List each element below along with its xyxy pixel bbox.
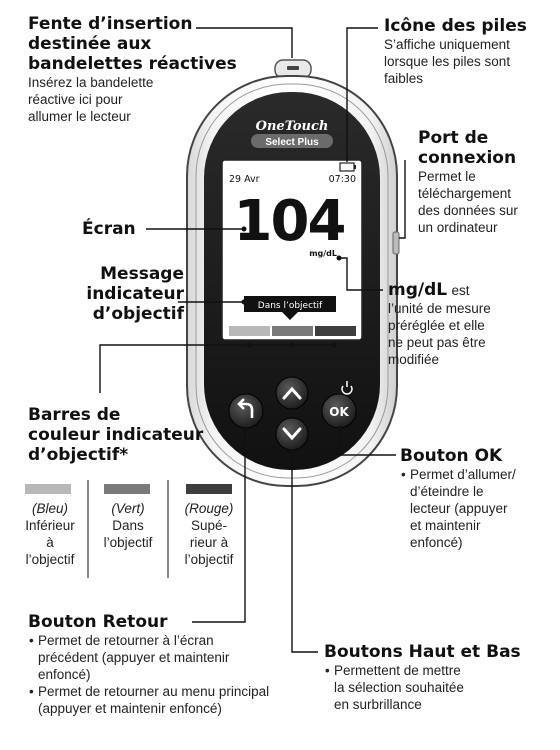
up-button[interactable] (275, 376, 309, 410)
legend-swatch-high (186, 484, 232, 494)
screen-reading: 104 (234, 189, 345, 254)
battery-desc-2: lorsque les piles sont (384, 54, 511, 69)
legend-high: (Rouge) Supé- rieur à l’objectif (172, 500, 246, 568)
legend-in: (Vert) Dans l’objectif (92, 500, 164, 551)
legend-high-color: (Rouge) (184, 501, 234, 516)
data-port (392, 231, 400, 255)
down-button[interactable] (275, 417, 309, 451)
unit-desc-first: est (451, 283, 470, 298)
legend-in-color: (Vert) (111, 501, 145, 516)
slot-title-3: bandelettes réactives (28, 54, 237, 74)
ok-title: Bouton OK (400, 446, 503, 466)
strip-port (274, 59, 312, 79)
port-title-1: Port de (418, 128, 489, 148)
back-bullet-1-line-2: précédent (appuyer et maintenir (38, 650, 230, 665)
back-bullet-2-line-2: (appuyer et maintenir enfoncé) (38, 701, 222, 716)
unit-desc-3: ne peut pas être (388, 335, 486, 350)
status-message-text: Dans l’objectif (258, 301, 323, 311)
unit-desc-4: modifiée (388, 352, 440, 367)
battery-desc-3: faibles (384, 71, 424, 86)
battery-title: Icône des piles (384, 16, 527, 36)
meter-screen (221, 159, 363, 341)
callout-battery: Icône des piles S’affiche uniquement lor… (384, 16, 556, 87)
callout-slot: Fente d’insertion destinée aux bandelett… (28, 14, 238, 125)
legend-swatch-low (25, 484, 71, 494)
callout-ok: Bouton OK Permet d’allumer/ d’éteindre l… (400, 446, 556, 551)
ok-desc-3: lecteur (appuyer (410, 501, 508, 516)
legend-high-line-3: l’objectif (184, 552, 234, 567)
callout-message: Message indicateur d’objectif (84, 264, 184, 324)
port-desc-2: téléchargement (418, 186, 512, 201)
callout-updown: Boutons Haut et Bas Permettent de mettre… (324, 642, 556, 713)
range-bar-high (315, 326, 356, 336)
range-bar-in (272, 326, 313, 336)
legend-swatch-in (104, 484, 150, 494)
range-bars (229, 326, 356, 336)
power-icon (341, 381, 353, 395)
legend-low-line-1: Inférieur (25, 518, 75, 533)
ok-button[interactable]: OK (321, 393, 357, 429)
unit-desc-2: préréglée et elle (388, 318, 485, 333)
updown-title: Boutons Haut et Bas (324, 642, 521, 662)
message-title-2: indicateur (86, 284, 184, 304)
port-desc-3: des données sur (418, 203, 518, 218)
message-title-3: d’objectif (92, 304, 184, 324)
ok-desc-1: Permet d’allumer/ (401, 466, 556, 483)
slot-title-1: Fente d’insertion (28, 14, 193, 34)
ok-desc-4: et maintenir (410, 518, 481, 533)
battery-desc-1: S’affiche uniquement (384, 37, 510, 52)
legend-in-line-2: l’objectif (103, 535, 153, 550)
status-message-box: Dans l’objectif (244, 296, 336, 320)
bars-title-2: couleur indicateur (28, 425, 204, 445)
slot-desc-3: allumer le lecteur (28, 109, 131, 124)
screen-time: 07:30 (329, 174, 356, 185)
screen-date: 29 Avr (229, 174, 260, 185)
ok-button-label: OK (329, 405, 349, 419)
legend-low-color: (Bleu) (31, 501, 68, 516)
callout-unit: mg/dL est l’unité de mesure préréglée et… (388, 280, 554, 368)
legend-low: (Bleu) Inférieur à l’objectif (14, 500, 86, 568)
brand-logo-text: OneTouch (256, 119, 329, 134)
callout-back: Bouton Retour Permet de retourner à l’éc… (28, 612, 298, 717)
slot-desc-1: Insérez la bandelette (28, 75, 154, 90)
legend-high-line-1: Supé- (190, 518, 228, 533)
updown-desc-2: la sélection souhaitée (334, 680, 464, 695)
updown-desc-1: Permettent de mettre (325, 662, 556, 679)
range-bar-low (229, 326, 270, 336)
screen-title: Écran (82, 219, 136, 239)
callout-port: Port de connexion Permet le téléchargeme… (418, 128, 556, 236)
legend-low-line-2: à (46, 535, 54, 550)
legend-high-line-2: rieur à (189, 535, 229, 550)
legend-low-line-3: l’objectif (25, 552, 75, 567)
port-desc-4: un ordinateur (418, 220, 498, 235)
slot-title-2: destinée aux (28, 34, 152, 54)
leader-dots (241, 226, 343, 455)
port-desc-1: Permet le (418, 169, 476, 184)
bars-title-3: d’objectif* (28, 445, 129, 465)
battery-icon (339, 162, 356, 172)
leader-lines (99, 27, 406, 653)
ok-desc-2: d’éteindre le (410, 484, 484, 499)
unit-desc-1: l’unité de mesure (388, 301, 491, 316)
ok-desc-5: enfoncé) (410, 535, 463, 550)
slot-desc-2: réactive ici pour (28, 92, 123, 107)
back-title: Bouton Retour (28, 612, 168, 632)
brand-model-text: Select Plus (265, 137, 319, 148)
back-bullet-2-line-1: Permet de retourner au menu principal (29, 683, 298, 700)
back-bullet-1-line-1: Permet de retourner à l’écran (29, 632, 298, 649)
port-title-2: connexion (418, 148, 517, 168)
back-bullet-1-line-3: enfoncé) (38, 667, 91, 682)
callout-bars: Barres de couleur indicateur d’objectif* (28, 405, 238, 465)
legend-graphics (25, 480, 232, 578)
bars-title-1: Barres de (28, 405, 121, 425)
message-title-1: Message (100, 264, 184, 284)
legend-in-line-1: Dans (112, 518, 144, 533)
updown-desc-3: en surbrillance (334, 697, 422, 712)
unit-title: mg/dL (388, 280, 448, 300)
screen-unit: mg/dL (309, 249, 337, 258)
